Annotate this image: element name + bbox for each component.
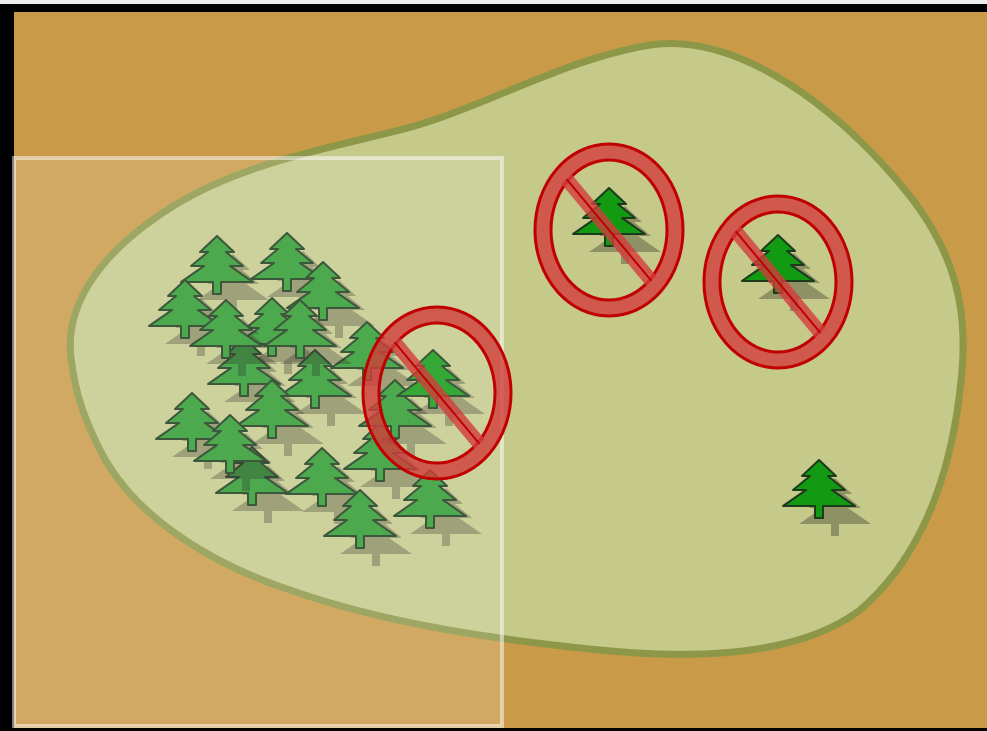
sample-box [14,158,502,726]
